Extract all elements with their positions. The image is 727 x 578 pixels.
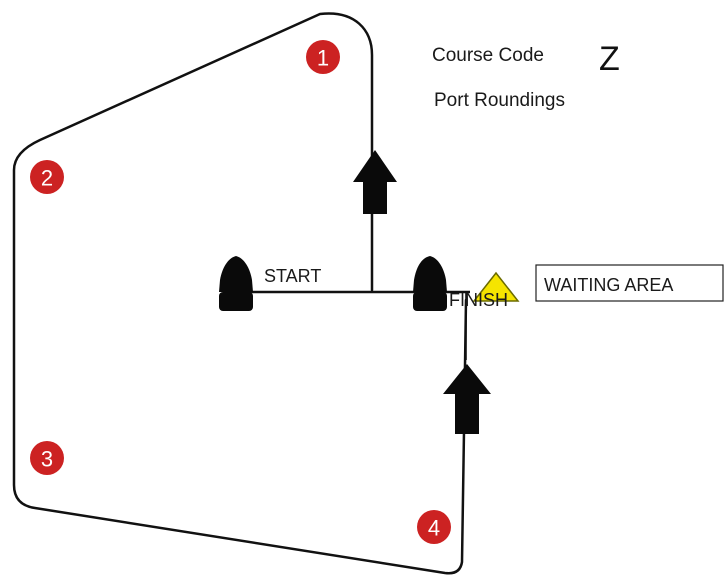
mark-4: 4 — [417, 510, 451, 544]
course-code-label: Course Code — [432, 45, 544, 66]
arrow-up-icon — [353, 150, 397, 214]
mark-2-label: 2 — [41, 166, 53, 191]
triangle-buoy-icon — [472, 271, 520, 302]
mark-3: 3 — [30, 441, 64, 475]
mark-4-label: 4 — [428, 516, 440, 541]
mark-3-label: 3 — [41, 447, 53, 472]
waiting-area-label: WAITING AREA — [544, 275, 673, 295]
start-boat-left-icon — [219, 256, 253, 292]
start-boat-right-hull — [413, 292, 447, 311]
start-label: START — [264, 266, 321, 286]
arrow-up-icon — [443, 364, 491, 434]
mark-1: 1 — [306, 40, 340, 74]
course-code-letter: Z — [599, 40, 620, 78]
waiting-area-box — [535, 264, 724, 302]
finish-label: FINISH — [449, 290, 508, 310]
rounding-label: Port Roundings — [434, 90, 565, 111]
mark-2: 2 — [30, 160, 64, 194]
start-boat-left-hull — [219, 292, 253, 311]
course-outline — [12, 12, 468, 575]
start-boat-right-icon — [413, 256, 447, 292]
mark-1-label: 1 — [317, 46, 329, 71]
